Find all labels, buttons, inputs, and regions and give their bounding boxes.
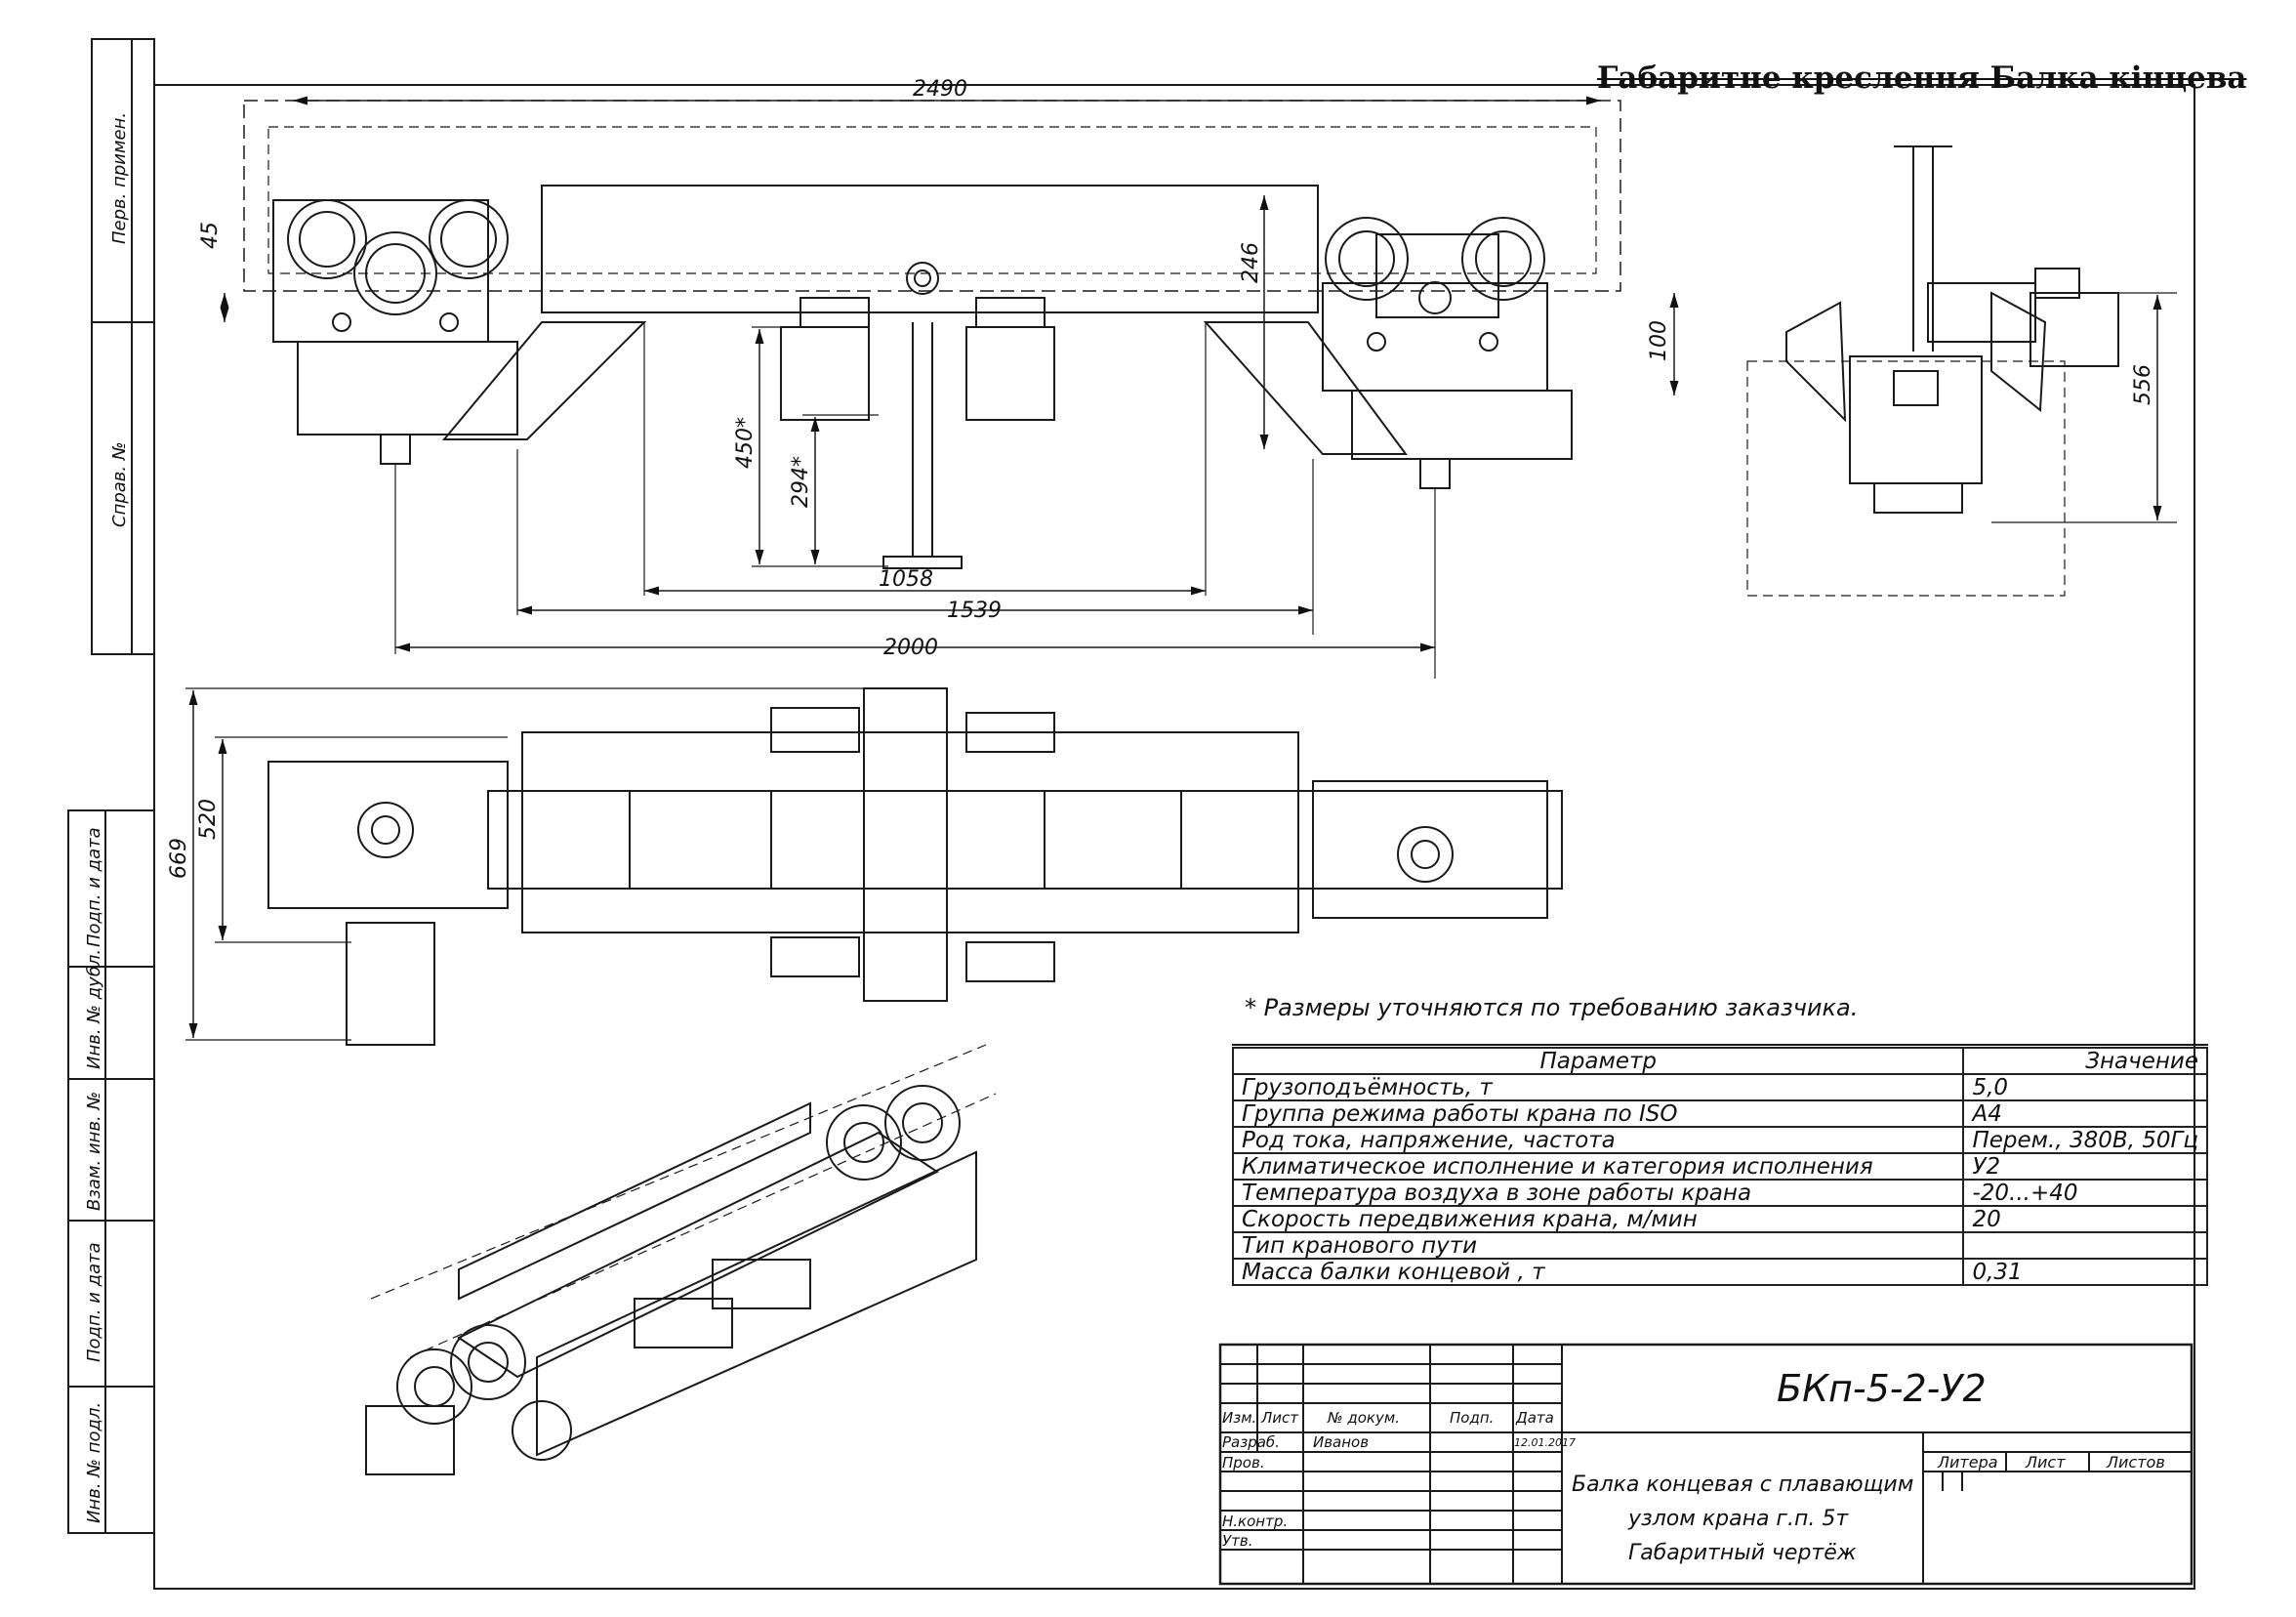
side-view: [1746, 145, 2177, 597]
margin-label-vzam-inv: Взам. инв. №: [84, 1092, 104, 1211]
top-view: [185, 687, 1563, 1046]
dim-520: 520: [196, 799, 221, 840]
col-sheet: Лист: [2026, 1453, 2066, 1472]
margin-label-podp-data-2: Подп. и дата: [84, 1242, 104, 1362]
param-value: 0,31: [1962, 1258, 2208, 1286]
title-block-designation: БКп-5-2-У2: [1777, 1367, 1987, 1410]
dimensions-note: * Размеры уточняются по требованию заказ…: [1245, 994, 1859, 1021]
margin-label-podp-data-1: Подп. и дата: [84, 827, 104, 947]
product-name-line-1: Балка концевая с плавающим: [1572, 1472, 1914, 1497]
col-list: Лист: [1261, 1409, 1299, 1427]
col-sign: Подп.: [1450, 1409, 1495, 1427]
table-row: Температура воздуха в зоне работы крана-…: [1231, 1179, 2208, 1207]
table-row: Климатическое исполнение и категория исп…: [1231, 1152, 2208, 1181]
param-name: Род тока, напряжение, частота: [1231, 1126, 1965, 1154]
param-value: Перем., 380В, 50Гц: [1962, 1126, 2208, 1154]
isometric-view: [365, 1044, 997, 1475]
param-name: Группа режима работы крана по ISO: [1231, 1099, 1965, 1128]
col-izm: Изм.: [1222, 1409, 1257, 1427]
product-name-line-3: Габаритный чертёж: [1628, 1541, 1857, 1565]
param-name: Климатическое исполнение и категория исп…: [1231, 1152, 1965, 1181]
param-value: У2: [1962, 1152, 2208, 1181]
param-name: Температура воздуха в зоне работы крана: [1231, 1179, 1965, 1207]
dim-2000: 2000: [883, 636, 938, 660]
dim-294: 294*: [789, 456, 813, 508]
author-name: Иванов: [1313, 1433, 1370, 1451]
param-name: Тип кранового пути: [1231, 1231, 1965, 1260]
params-header-row: Параметр Значение: [1231, 1047, 2208, 1075]
params-header-value: Значение: [1962, 1047, 2208, 1075]
col-date: Дата: [1516, 1409, 1554, 1427]
margin-label-inv-dubl: Инв. № дубл.: [84, 949, 104, 1069]
dim-450: 450*: [733, 417, 758, 469]
row-nkontr: Н.контр.: [1222, 1513, 1289, 1530]
row-utv: Утв.: [1222, 1532, 1253, 1550]
col-litera: Литера: [1938, 1453, 1998, 1472]
param-value: А4: [1962, 1099, 2208, 1128]
dim-246: 246: [1239, 242, 1263, 283]
param-value: 20: [1962, 1205, 2208, 1233]
drawing-frame: [153, 84, 2195, 1590]
front-dimension-lines: [220, 96, 1679, 652]
col-sheets: Листов: [2107, 1453, 2165, 1472]
margin-strip: [67, 38, 155, 1534]
dim-1539: 1539: [947, 599, 1002, 623]
param-name: Грузоподъёмность, т: [1231, 1073, 1965, 1101]
sheet-header-title: Габаритне креслення Балка кінцева: [1597, 61, 2247, 96]
title-block-grid: [1218, 1343, 2194, 1586]
row-prov: Пров.: [1222, 1454, 1265, 1472]
dim-556: 556: [2131, 364, 2155, 405]
param-value: [1962, 1231, 2208, 1260]
product-name-line-2: узлом крана г.п. 5т: [1628, 1507, 1849, 1531]
param-value: 5,0: [1962, 1073, 2208, 1101]
col-doc: № докум.: [1328, 1409, 1400, 1427]
dim-1058: 1058: [879, 567, 933, 592]
margin-label-perv-primen: Перв. примен.: [109, 112, 130, 244]
margin-label-sprav: Справ. №: [109, 441, 130, 527]
author-date: 12.01.2017: [1514, 1436, 1576, 1449]
dim-669: 669: [167, 838, 191, 879]
dim-100: 100: [1647, 320, 1671, 361]
param-name: Скорость передвижения крана, м/мин: [1231, 1205, 1965, 1233]
front-view: [243, 100, 1621, 679]
params-header-param: Параметр: [1231, 1047, 1965, 1075]
dim-45: 45: [198, 222, 223, 249]
param-name: Масса балки концевой , т: [1231, 1258, 1965, 1286]
param-value: -20...+40: [1962, 1179, 2208, 1207]
row-razrab: Разраб.: [1222, 1433, 1280, 1451]
dim-2490: 2490: [913, 77, 967, 102]
margin-label-inv-podl: Инв. № подл.: [84, 1402, 104, 1523]
table-row: Тип кранового пути: [1231, 1231, 2208, 1260]
